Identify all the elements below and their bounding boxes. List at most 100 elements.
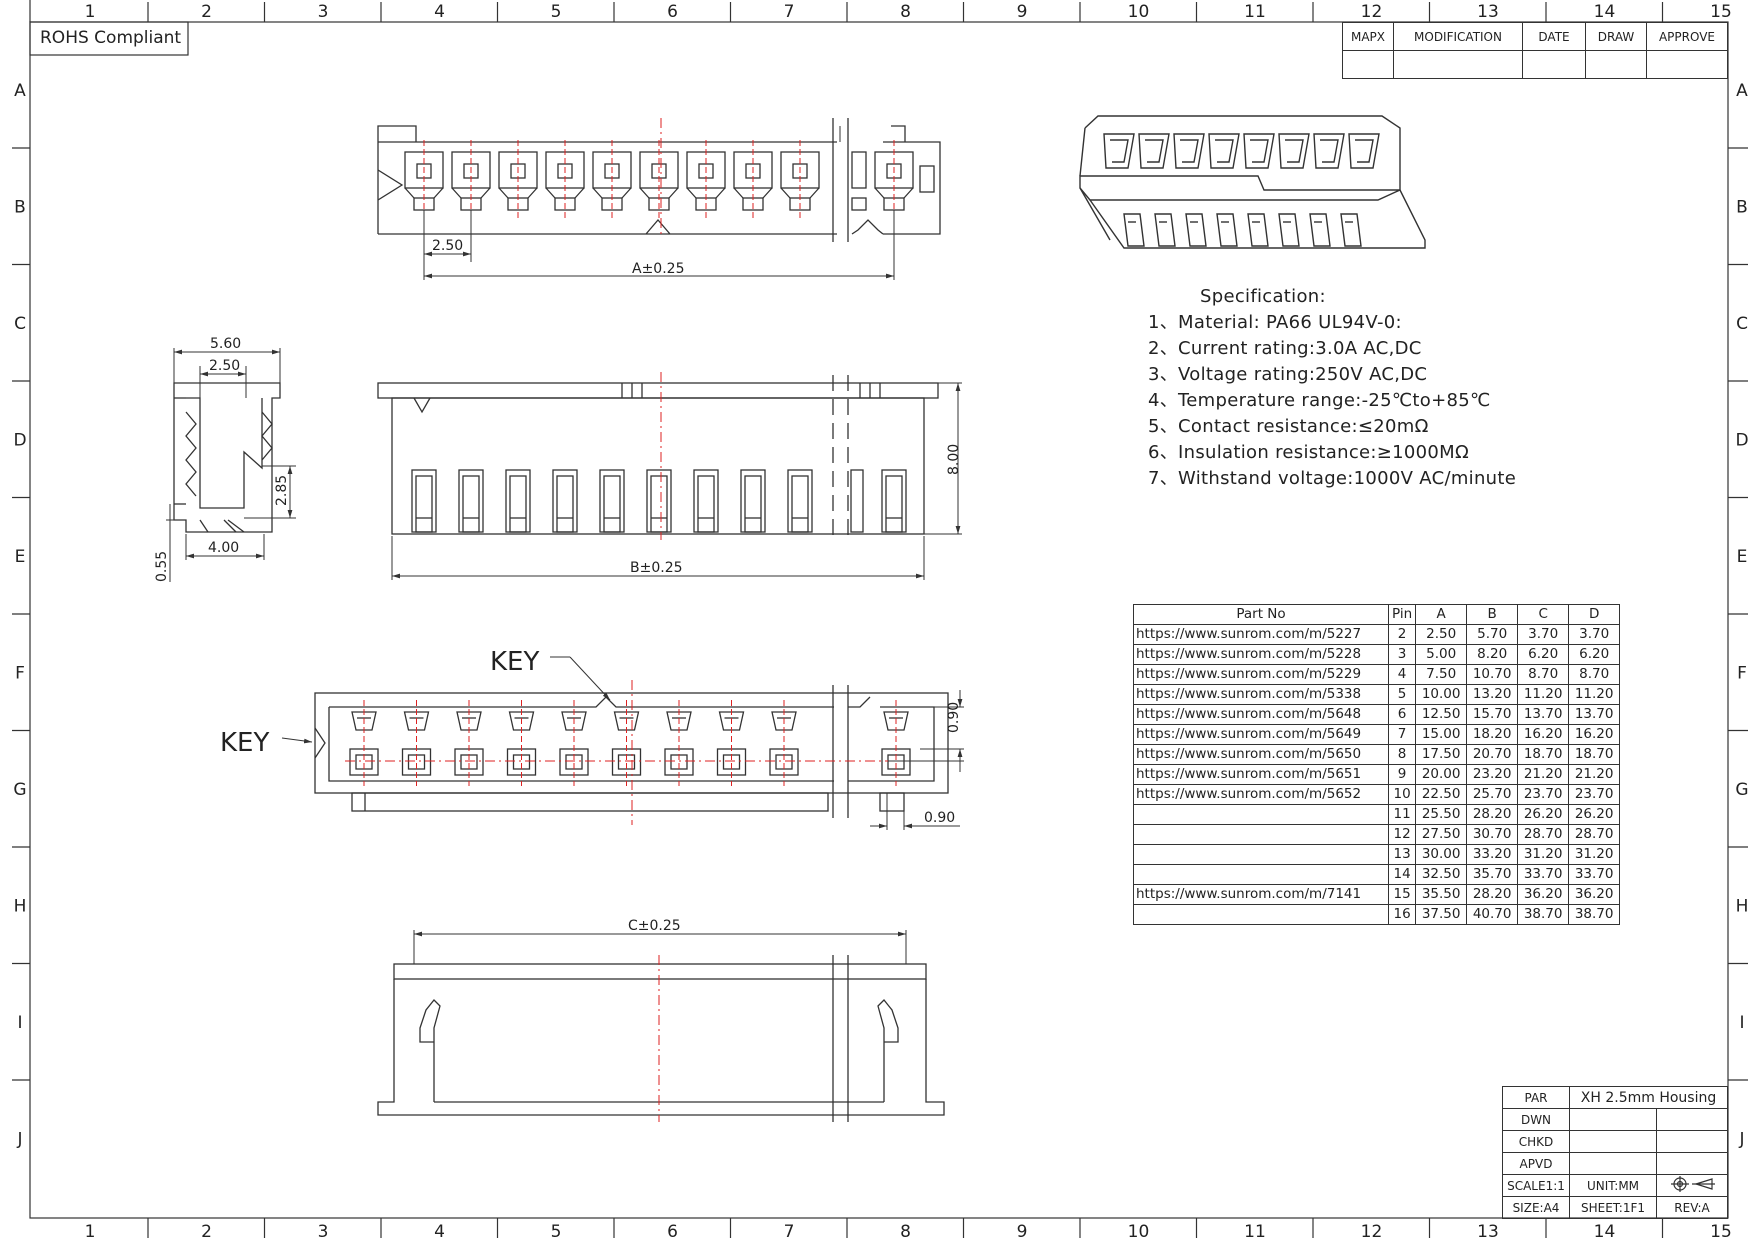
dim-c-label: C±0.25 [628,918,681,934]
part-value-cell: 30.70 [1466,824,1519,845]
part-number-cell[interactable]: https://www.sunrom.com/m/5651 [1133,764,1389,785]
part-value-cell: 28.70 [1568,824,1621,845]
border-col-label: 8 [900,2,911,22]
part-value-cell: 16.20 [1568,724,1621,745]
part-value-cell: 35.50 [1415,884,1468,905]
part-number-cell [1133,824,1389,845]
part-number-cell[interactable]: https://www.sunrom.com/m/5338 [1133,684,1389,705]
part-value-cell: 5.70 [1466,624,1519,645]
dim-top [423,210,895,280]
rev-cell [1585,50,1647,79]
part-value-cell: 7.50 [1415,664,1468,685]
part-value-cell: 15 [1387,884,1417,905]
border-row-label: I [1739,1013,1744,1033]
side-view [173,382,281,533]
border-col-label: 11 [1244,2,1266,22]
border-row-label: C [14,314,26,334]
part-value-cell: 36.20 [1517,884,1570,905]
part-value-cell: 4 [1387,664,1417,685]
border-row-label: C [1736,314,1748,334]
border-row-label: A [1736,81,1748,101]
parts-header-a: A [1415,604,1468,625]
part-value-cell: 11.20 [1517,684,1570,705]
rev-cell [1393,50,1523,79]
part-value-cell: 27.50 [1415,824,1468,845]
border-col-label: 5 [551,1222,562,1240]
border-col-label: 12 [1361,1222,1383,1240]
part-number-cell[interactable]: https://www.sunrom.com/m/5648 [1133,704,1389,725]
tb-size: SIZE:A4 [1502,1196,1570,1219]
part-value-cell: 13 [1387,844,1417,865]
part-number-cell[interactable]: https://www.sunrom.com/m/7141 [1133,884,1389,905]
tb-dwn-label: DWN [1502,1108,1570,1131]
parts-header-c: C [1517,604,1570,625]
part-number-cell[interactable]: https://www.sunrom.com/m/5228 [1133,644,1389,665]
part-value-cell: 33.70 [1568,864,1621,885]
border-col-label: 14 [1594,2,1616,22]
part-number-cell[interactable]: https://www.sunrom.com/m/5652 [1133,784,1389,805]
part-value-cell: 18.20 [1466,724,1519,745]
part-number-cell[interactable]: https://www.sunrom.com/m/5227 [1133,624,1389,645]
border-row-label: H [1736,897,1749,917]
part-value-cell: 8 [1387,744,1417,765]
part-value-cell: 31.20 [1568,844,1621,865]
rev-header-date: DATE [1522,22,1586,51]
part-number-cell[interactable]: https://www.sunrom.com/m/5650 [1133,744,1389,765]
part-number-cell[interactable]: https://www.sunrom.com/m/5229 [1133,664,1389,685]
pitch-label: 2.50 [432,238,463,254]
isometric-view [1079,115,1426,249]
side-depth-label: 2.85 [274,475,290,506]
key-left-label: KEY [220,728,269,758]
border-row-label: G [13,780,26,800]
tb-rev: REV:A [1656,1196,1728,1219]
part-number-cell[interactable]: https://www.sunrom.com/m/5649 [1133,724,1389,745]
part-value-cell: 8.70 [1568,664,1621,685]
border-col-label: 3 [318,1222,329,1240]
border-col-label: 12 [1361,2,1383,22]
part-value-cell: 26.20 [1568,804,1621,825]
part-value-cell: 35.70 [1466,864,1519,885]
dim-a-label: A±0.25 [632,261,684,277]
border-row-label: F [15,664,25,684]
border-col-label: 14 [1594,1222,1616,1240]
part-value-cell: 16 [1387,904,1417,925]
tb-cell [1569,1152,1657,1175]
part-value-cell: 7 [1387,724,1417,745]
spec-item: 2、Current rating:3.0A AC,DC [1148,338,1422,359]
spec-item: 1、Material: PA66 UL94V-0: [1148,312,1402,333]
part-value-cell: 18.70 [1517,744,1570,765]
part-value-cell: 6.20 [1517,644,1570,665]
spec-item: 7、Withstand voltage:1000V AC/minute [1148,468,1517,489]
border-col-label: 10 [1128,1222,1150,1240]
border-col-label: 10 [1128,2,1150,22]
tb-cell [1656,1108,1728,1131]
part-value-cell: 10 [1387,784,1417,805]
part-value-cell: 3.70 [1568,624,1621,645]
border-col-label: 15 [1710,2,1732,22]
projection-symbol-icon [1656,1174,1728,1197]
border-row-label: I [17,1013,22,1033]
part-value-cell: 10.00 [1415,684,1468,705]
part-value-cell: 15.00 [1415,724,1468,745]
border-row-label: D [13,431,26,451]
part-value-cell: 28.20 [1466,804,1519,825]
part-value-cell: 6 [1387,704,1417,725]
rev-cell [1522,50,1586,79]
part-value-cell: 28.20 [1466,884,1519,905]
tb-cell [1569,1130,1657,1153]
tb-sheet: SHEET:1F1 [1569,1196,1657,1219]
part-value-cell: 23.20 [1466,764,1519,785]
border-col-label: 2 [201,2,212,22]
part-value-cell: 36.20 [1568,884,1621,905]
border-col-label: 6 [667,2,678,22]
side-inner-label: 2.50 [209,358,240,374]
rev-header-mapx: MAPX [1342,22,1394,51]
border-col-label: 6 [667,1222,678,1240]
